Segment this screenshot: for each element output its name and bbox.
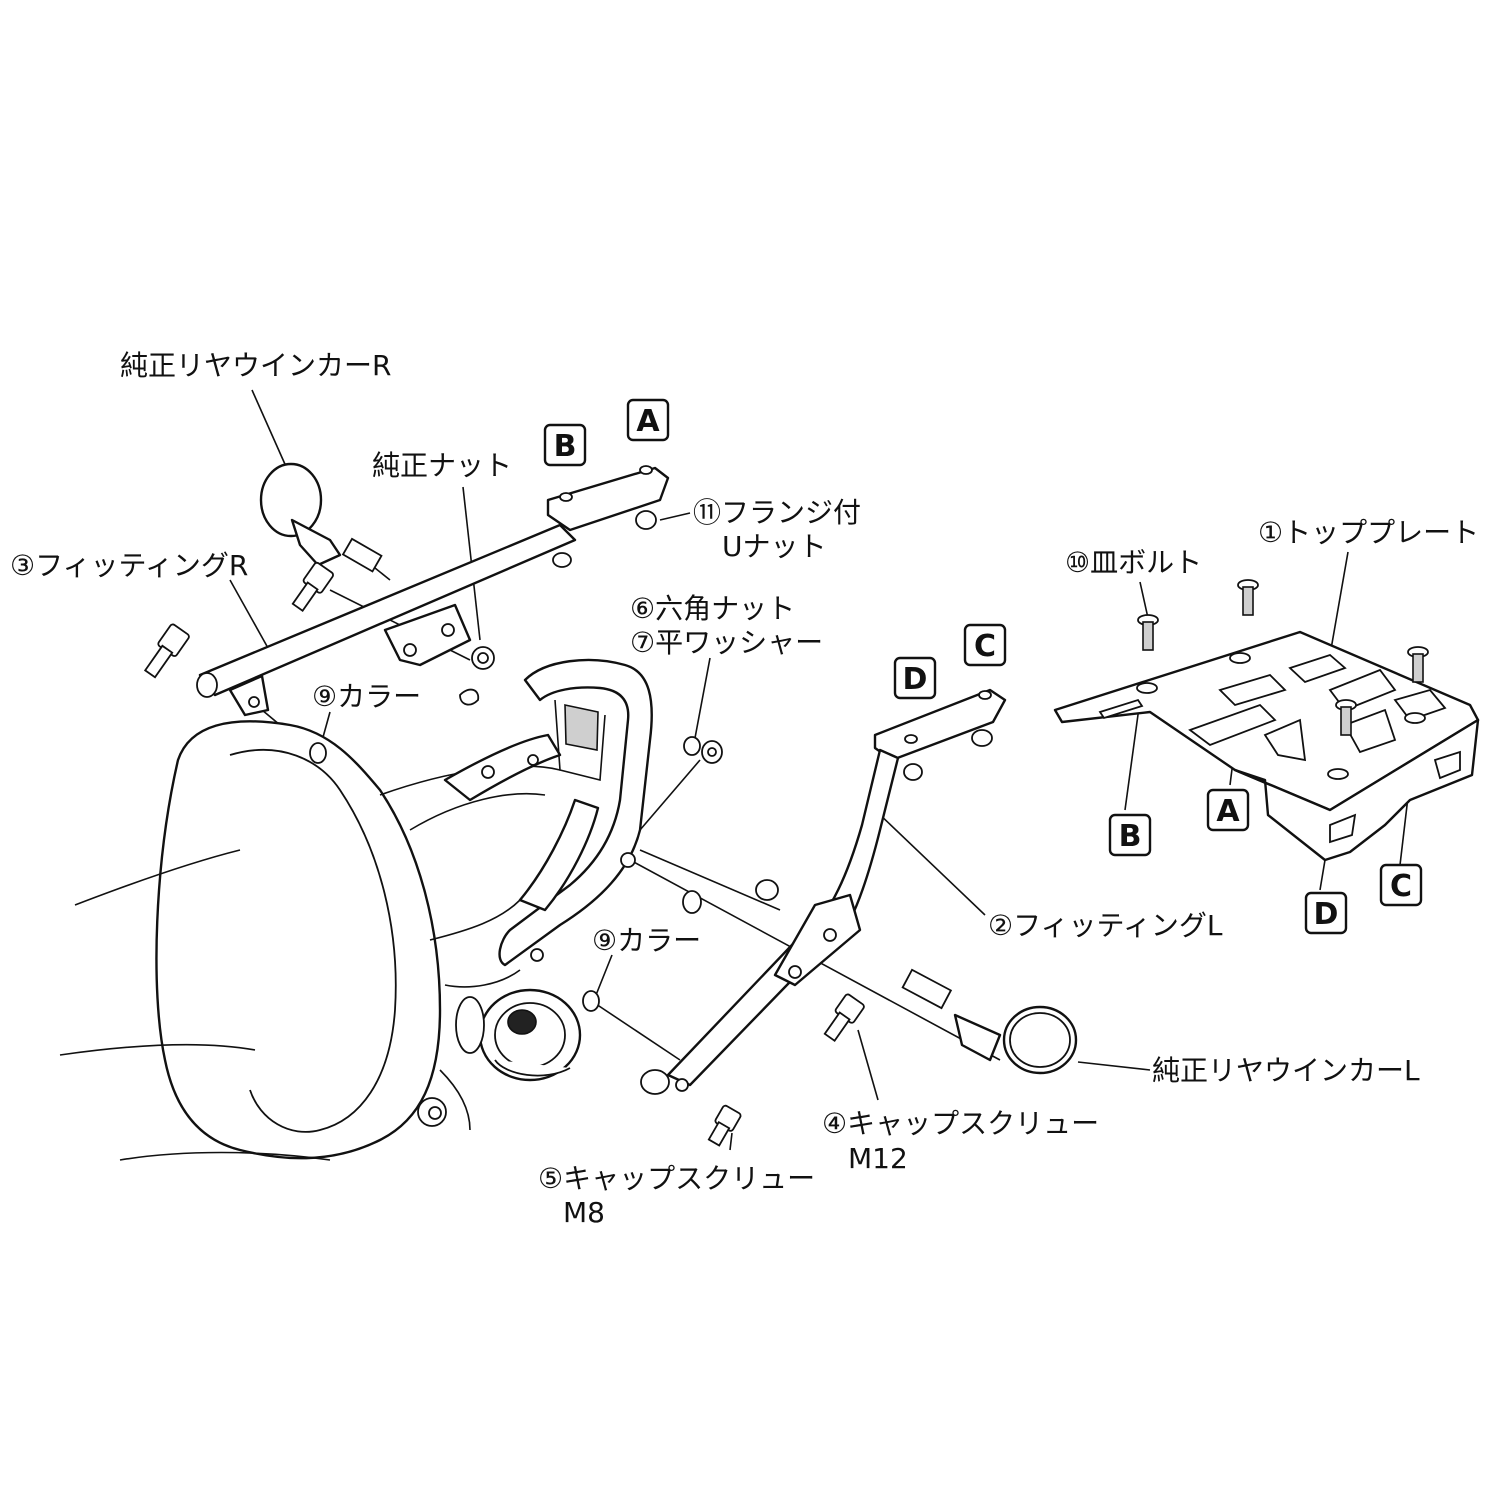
label-flange-u-nut-2: Uナット [722,530,827,563]
label-cap-screw-m8-size: M8 [563,1196,605,1229]
oem-rear-winker-r [259,462,391,581]
svg-text:C: C [1390,869,1412,904]
svg-text:B: B [554,429,577,464]
marker-a-fitting-r[interactable]: A [626,398,670,442]
label-cap-screw-m12-size: M12 [848,1142,908,1175]
motorcycle-tail [59,658,653,1161]
callout-labels: 純正リヤウインカーR 純正ナット ⑪フランジ付 Uナット ③フィッティングR ⑨… [10,349,1479,1229]
marker-b-top-plate[interactable]: B [1108,813,1152,857]
marker-b-fitting-r[interactable]: B [543,423,587,467]
svg-text:A: A [636,404,660,439]
label-oem-rear-winker-r: 純正リヤウインカーR [120,349,391,382]
svg-text:A: A [1216,794,1240,829]
label-collar-upper: ⑨カラー [312,680,421,713]
marker-a-top-plate[interactable]: A [1206,788,1250,832]
svg-text:D: D [1314,897,1339,932]
label-oem-nut: 純正ナット [372,449,512,482]
label-fitting-r: ③フィッティングR [10,549,248,582]
rubber-mount [478,988,582,1082]
cap-bolts-lower [707,993,865,1147]
svg-text:D: D [903,662,928,697]
marker-c-fitting-l[interactable]: C [963,623,1007,667]
label-flange-u-nut: ⑪フランジ付 [693,496,861,529]
label-collar-lower: ⑨カラー [592,924,701,957]
fitting-r [196,465,670,717]
label-fitting-l: ②フィッティングL [988,909,1223,942]
fitting-l [640,688,1007,1095]
label-flat-bolt: ⑩皿ボルト [1065,546,1202,579]
label-hex-nut: ⑥六角ナット [630,592,795,625]
top-plate [1053,630,1480,862]
label-top-plate: ①トッププレート [1258,516,1479,549]
marker-d-top-plate[interactable]: D [1304,891,1348,935]
oem-rear-winker-l [901,968,1078,1075]
label-cap-screw-m8: ⑤キャップスクリュー [538,1162,815,1195]
svg-text:B: B [1119,819,1142,854]
label-flat-washer: ⑦平ワッシャー [630,626,823,659]
svg-text:C: C [974,629,996,664]
small-hardware [309,510,993,1012]
cap-bolts-upper [143,561,334,679]
flat-bolts [1137,579,1429,736]
label-cap-screw-m12: ④キャップスクリュー [822,1107,1099,1140]
marker-d-fitting-l[interactable]: D [893,656,937,700]
marker-c-top-plate[interactable]: C [1379,863,1423,907]
label-oem-rear-winker-l: 純正リヤウインカーL [1152,1054,1420,1087]
